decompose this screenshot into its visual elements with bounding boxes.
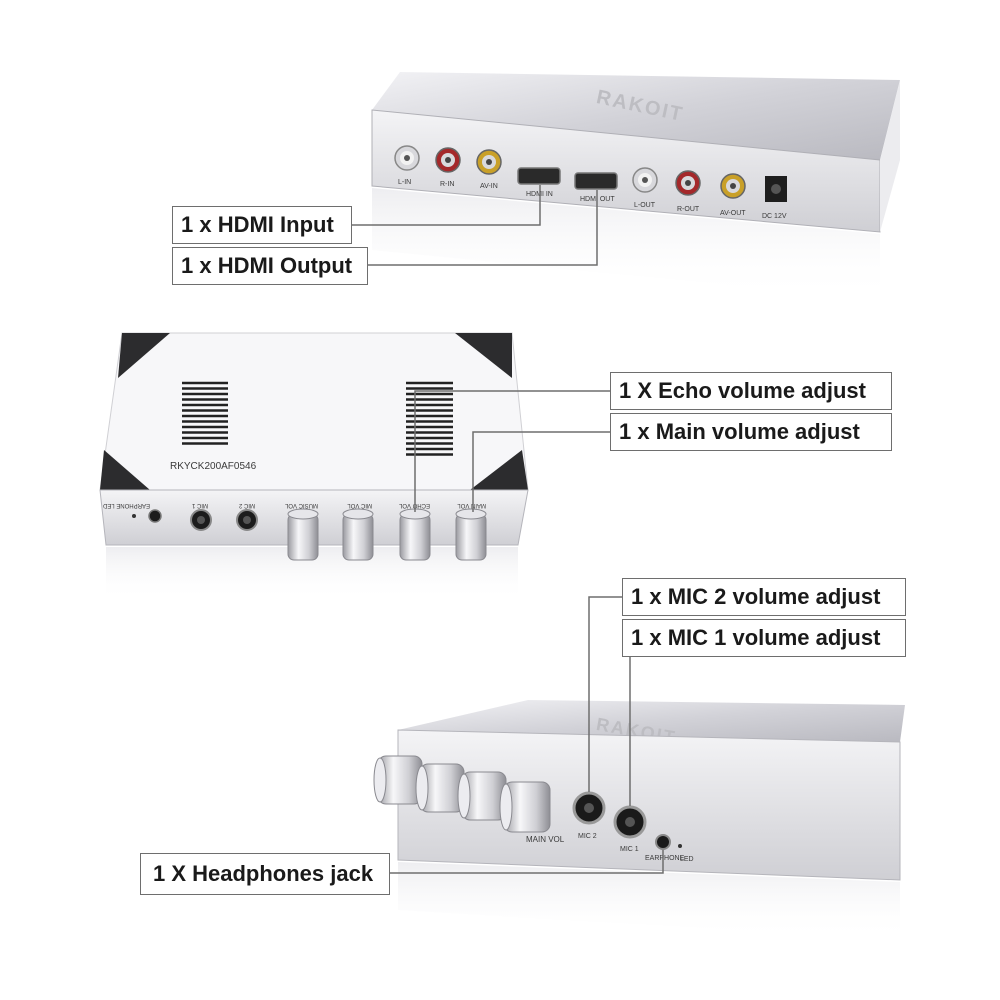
- leader-echo-volume: [414, 390, 610, 512]
- knob: [373, 755, 423, 805]
- serial-number: RKYCK200AF0546: [170, 461, 257, 472]
- rubber-foot: [100, 450, 150, 490]
- rca-port-av-in: [476, 149, 502, 175]
- device-top-surface: [372, 72, 900, 160]
- device-front-view: RAKOIT MAIN VOL MIC 2 MIC 1 EARPHONE: [373, 700, 905, 940]
- rca-port-r-in: [435, 147, 461, 173]
- port-label-r-out: R-OUT: [677, 206, 700, 213]
- leader-headphones: [390, 850, 664, 874]
- rubber-foot: [455, 333, 512, 378]
- device-side: [880, 80, 900, 232]
- port-label-r-in: R-IN: [440, 181, 454, 188]
- callout-main-volume: 1 x Main volume adjust: [610, 413, 892, 451]
- hdmi-in-port: [517, 167, 561, 185]
- rubber-foot: [470, 450, 528, 490]
- jack-label-mic2: MIC 2: [578, 833, 597, 840]
- callout-mic2-volume: 1 x MIC 2 volume adjust: [622, 578, 906, 616]
- earphone-jack: [148, 509, 162, 523]
- jack-label-earphone-led: EARPHONE LED: [102, 502, 150, 508]
- callout-hdmi-input: 1 x HDMI Input: [172, 206, 352, 244]
- jack-label-mic2: MIC 2: [238, 502, 255, 508]
- device-reflection: [398, 862, 900, 940]
- led-indicator: [132, 514, 136, 518]
- callout-headphones: 1 X Headphones jack: [140, 853, 390, 895]
- hdmi-out-port: [574, 172, 618, 190]
- rca-port-l-out: [632, 167, 658, 193]
- port-label-av-out: AV-OUT: [720, 210, 746, 217]
- callout-echo-volume: 1 X Echo volume adjust: [610, 372, 892, 410]
- device-reflection: [372, 188, 880, 300]
- rubber-foot: [118, 333, 170, 378]
- leader-hdmi-input: [352, 185, 541, 226]
- device-underside-view: RKYCK200AF0546 EARPHONE LED MIC 1 MIC 2: [99, 332, 529, 600]
- knob-label-mic-vol: MIC VOL: [347, 502, 372, 508]
- vent-slots-left: [182, 381, 228, 445]
- knob-main-vol: [455, 508, 487, 561]
- port-label-dc: DC 12V: [762, 213, 787, 220]
- rca-port-r-out: [675, 170, 701, 196]
- rca-port-av-out: [720, 173, 746, 199]
- rca-port-l-in: [394, 145, 420, 171]
- knob: [415, 763, 465, 813]
- knob-main-vol: [499, 781, 551, 833]
- jack-label-mic1: MIC 1: [191, 502, 208, 508]
- port-label-l-in: L-IN: [398, 179, 411, 186]
- device-bottom-surface: [99, 332, 529, 491]
- callout-hdmi-output: 1 x HDMI Output: [172, 247, 368, 285]
- knob-mic-vol: [342, 508, 374, 561]
- earphone-jack: [655, 834, 671, 850]
- knob-label-main-vol: MAIN VOL: [457, 502, 486, 508]
- jack-label-mic1: MIC 1: [620, 846, 639, 853]
- knob-label-music-vol: MUSIC VOL: [284, 502, 318, 508]
- port-label-l-out: L-OUT: [634, 202, 656, 209]
- leader-hdmi-output: [368, 190, 598, 266]
- knob-music-vol: [287, 508, 319, 561]
- jack-label-led: LED: [680, 856, 694, 863]
- device-front-panel: [397, 729, 901, 881]
- vent-slots-right: [406, 381, 453, 456]
- port-label-av-in: AV-IN: [480, 183, 498, 190]
- device-rear-view: RAKOIT L-IN R-IN AV-IN HDMI IN: [371, 72, 900, 300]
- jack-label-earphone: EARPHONE: [645, 855, 685, 862]
- led-indicator: [678, 844, 682, 848]
- knob: [457, 771, 507, 821]
- device-top-surface: [398, 700, 905, 742]
- leader-main-volume: [472, 431, 610, 512]
- knob-label-echo-vol: ECHO VOL: [398, 502, 430, 508]
- knob-label-main-vol: MAIN VOL: [526, 835, 565, 844]
- leader-mic2-volume: [588, 596, 622, 792]
- callout-mic1-volume: 1 x MIC 1 volume adjust: [622, 619, 906, 657]
- knob-echo-vol: [399, 508, 431, 561]
